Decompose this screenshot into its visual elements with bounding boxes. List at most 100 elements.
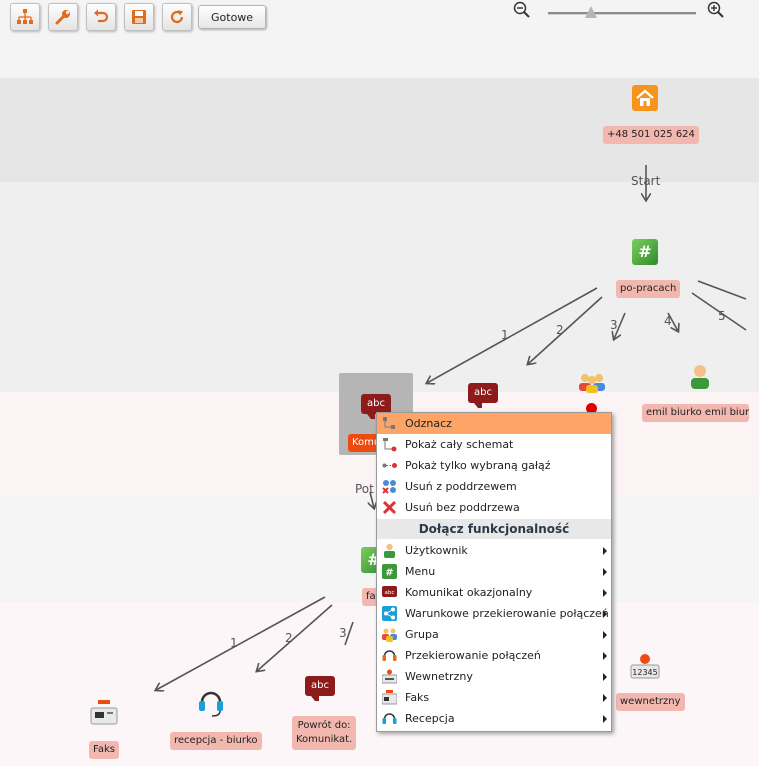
edge-label-2: 2	[556, 323, 564, 337]
edge-label-b1: 1	[230, 636, 238, 650]
selected-node-label[interactable]: Komu	[348, 434, 385, 452]
edge-label-pot: Pot	[355, 482, 374, 496]
menu-item-show-all[interactable]: Pokaż cały schemat	[377, 434, 611, 455]
edge-1	[427, 287, 598, 383]
status-dot	[586, 403, 597, 414]
menu-item-label: Pokaż cały schemat	[405, 438, 514, 451]
headset-icon	[382, 650, 397, 661]
internal-node-label[interactable]: wewnetrzny	[616, 693, 685, 711]
hash-menu-icon: #	[382, 564, 397, 579]
menu-item-announcement[interactable]: abc Komunikat okazjonalny	[377, 582, 611, 603]
user-icon[interactable]	[688, 363, 712, 391]
message-icon: abc	[382, 586, 397, 597]
message-icon-2[interactable]: abc	[468, 383, 498, 408]
message-icon-selected: abc	[361, 394, 391, 419]
zoom-in-icon[interactable]	[707, 1, 725, 19]
submenu-arrow-icon	[603, 694, 607, 702]
menu-item-label: Recepcja	[405, 712, 455, 725]
phone-number-label[interactable]: +48 501 025 624	[603, 126, 699, 144]
return-node-label[interactable]: Powrót do: Komunikat.	[292, 716, 357, 750]
tree-button[interactable]	[10, 3, 40, 31]
menu-item-label: Usuń z poddrzewem	[405, 480, 517, 493]
return-line-2: Komunikat.	[296, 734, 353, 745]
menu-node-label-2[interactable]: fa	[362, 588, 380, 606]
menu-item-group[interactable]: Grupa	[377, 624, 611, 645]
edge-2	[528, 296, 603, 364]
edge-3	[614, 312, 626, 339]
menu-item-label: Grupa	[405, 628, 439, 641]
submenu-arrow-icon	[603, 568, 607, 576]
menu-node-icon[interactable]: #	[632, 239, 658, 265]
zoom-out-icon[interactable]	[513, 1, 531, 19]
edge-label-4: 4	[664, 314, 672, 328]
fax-node-label[interactable]: Faks	[89, 741, 119, 759]
reception-node-label[interactable]: recepcja - biurko	[170, 732, 262, 750]
refresh-button[interactable]	[162, 3, 192, 31]
menu-item-label: Odznacz	[405, 417, 452, 430]
menu-item-label: Warunkowe przekierowanie połączeń	[405, 607, 609, 620]
edge-4	[667, 312, 678, 331]
refresh-icon	[170, 10, 184, 24]
done-button[interactable]: Gotowe	[198, 5, 267, 29]
menu-item-menu[interactable]: # Menu	[377, 561, 611, 582]
context-menu: Odznacz Pokaż cały schemat Pokaż tylko w…	[376, 412, 612, 732]
menu-item-label: Usuń bez poddrzewa	[405, 501, 520, 514]
fax-icon	[382, 690, 397, 705]
home-node[interactable]	[632, 85, 658, 111]
menu-item-reception[interactable]: Recepcja	[377, 708, 611, 729]
submenu-arrow-icon	[603, 610, 607, 618]
edge-b3	[344, 621, 354, 646]
menu-item-conditional-forward[interactable]: Warunkowe przekierowanie połączeń	[377, 603, 611, 624]
delete-icon	[382, 500, 397, 515]
menu-node-label[interactable]: po-pracach	[616, 280, 681, 298]
message-icon-3[interactable]: abc	[305, 676, 335, 701]
fax-icon[interactable]	[89, 700, 119, 728]
edge-label-b3: 3	[339, 626, 347, 640]
deselect-icon	[383, 417, 395, 429]
menu-item-fax[interactable]: Faks	[377, 687, 611, 708]
tree-icon	[17, 9, 33, 24]
submenu-arrow-icon	[603, 715, 607, 723]
edge-pot	[370, 491, 374, 508]
show-branch-icon	[382, 463, 397, 468]
zoom-slider-track[interactable]	[548, 12, 696, 15]
submenu-arrow-icon	[603, 631, 607, 639]
menu-item-label: Przekierowanie połączeń	[405, 649, 541, 662]
delete-subtree-icon	[382, 480, 396, 494]
edge-5	[691, 292, 747, 331]
edge-6	[697, 280, 747, 300]
menu-item-show-branch[interactable]: Pokaż tylko wybraną gałąź	[377, 455, 611, 476]
edge-label-5: 5	[718, 309, 726, 323]
user-icon	[384, 543, 395, 558]
menu-item-delete-subtree[interactable]: Usuń z poddrzewem	[377, 476, 611, 497]
internal-phone-icon	[382, 669, 397, 684]
menu-item-label: Menu	[405, 565, 436, 578]
return-line-1: Powrót do:	[297, 720, 351, 731]
internal-number-text: 12345	[632, 668, 657, 677]
menu-item-deselect[interactable]: Odznacz	[377, 413, 611, 434]
menu-item-label: Użytkownik	[405, 544, 468, 557]
group-icon[interactable]	[577, 371, 607, 395]
zoom-slider-handle[interactable]	[585, 6, 597, 18]
show-schema-icon	[383, 438, 397, 452]
internal-phone-icon[interactable]: 12345	[630, 653, 660, 681]
menu-item-delete-no-subtree[interactable]: Usuń bez poddrzewa	[377, 497, 611, 518]
menu-item-label: Komunikat okazjonalny	[405, 586, 533, 599]
employee-node-label[interactable]: emil biurko emil biur	[642, 404, 749, 422]
headset-icon[interactable]	[197, 688, 225, 718]
menu-item-label: Wewnetrzny	[405, 670, 473, 683]
svg-text:abc: abc	[385, 590, 395, 596]
submenu-arrow-icon	[603, 652, 607, 660]
menu-item-user[interactable]: Użytkownik	[377, 540, 611, 561]
settings-button[interactable]	[48, 3, 78, 31]
save-button[interactable]	[124, 3, 154, 31]
edge-label-1: 1	[501, 328, 509, 342]
menu-item-call-forward[interactable]: Przekierowanie połączeń	[377, 645, 611, 666]
menu-item-internal[interactable]: Wewnetrzny	[377, 666, 611, 687]
edge-label-3: 3	[610, 318, 618, 332]
group-icon	[382, 628, 397, 642]
save-icon	[132, 10, 146, 24]
undo-button[interactable]	[86, 3, 116, 31]
toolbar: Gotowe	[10, 3, 267, 31]
